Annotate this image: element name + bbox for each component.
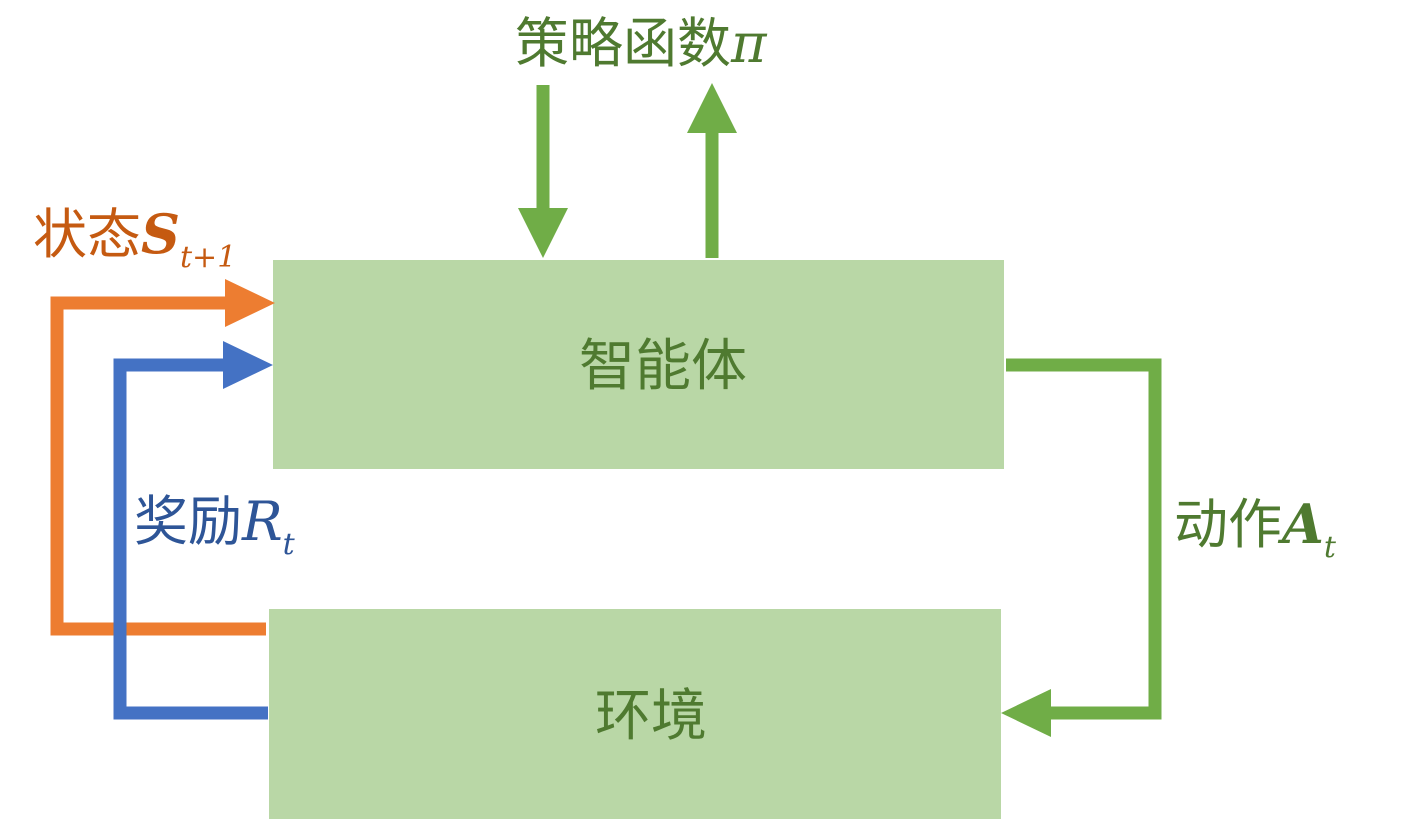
action-label-text: 动作 bbox=[1174, 493, 1282, 556]
reward-label: 奖励Rt bbox=[134, 490, 296, 562]
policy-symbol: π bbox=[730, 12, 768, 75]
action-label: 动作At bbox=[1174, 492, 1337, 565]
state-label-text: 状态 bbox=[33, 203, 141, 266]
agent-box bbox=[273, 260, 1004, 469]
reward-label-text: 奖励 bbox=[134, 490, 242, 553]
reward-symbol: R bbox=[241, 490, 283, 553]
reward-subscript: t bbox=[283, 527, 296, 562]
action-subscript: t bbox=[1324, 530, 1337, 565]
action-symbol: A bbox=[1277, 492, 1324, 556]
state-arrow bbox=[50, 279, 275, 636]
state-label: 状态St+1 bbox=[33, 202, 236, 275]
action-arrow bbox=[1001, 358, 1162, 737]
reward-arrow bbox=[113, 341, 273, 720]
environment-box bbox=[269, 609, 1001, 819]
policy-label: 策略函数π bbox=[515, 12, 768, 75]
environment-label: 环境 bbox=[595, 684, 707, 749]
state-subscript: t+1 bbox=[180, 240, 236, 275]
policy-out-arrow bbox=[687, 83, 737, 258]
agent-label: 智能体 bbox=[579, 334, 747, 399]
policy-in-arrow bbox=[518, 85, 568, 258]
state-symbol: S bbox=[141, 202, 180, 266]
policy-label-text: 策略函数 bbox=[515, 12, 731, 75]
